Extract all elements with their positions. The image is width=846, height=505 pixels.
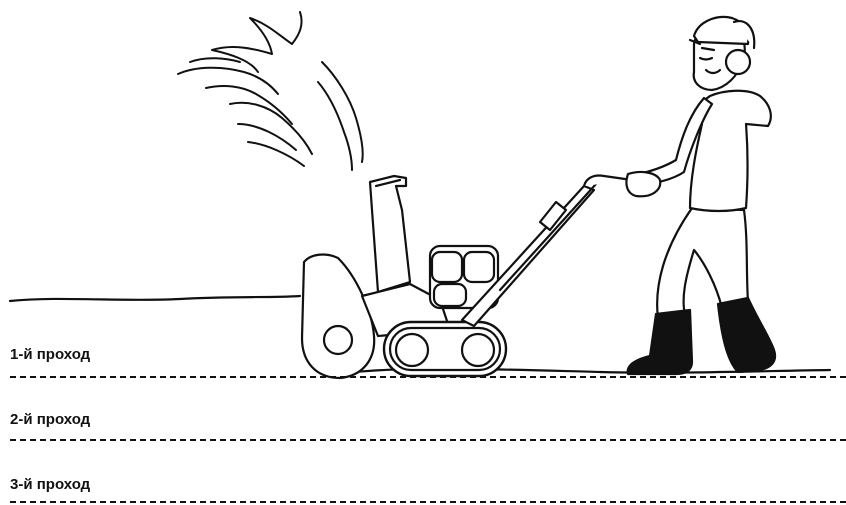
glove [626,172,660,196]
right-boot [718,298,775,372]
auger-housing [302,255,374,378]
left-boot [628,310,692,374]
pass-line-3 [10,501,846,503]
pass-label-3: 3-й проход [10,476,90,493]
snow-blower [302,175,632,378]
snow-spray [178,12,363,170]
auger-hub [324,326,352,354]
pass-line-1 [10,376,846,378]
ground-line [10,296,300,301]
pass-label-1: 1-й проход [10,346,90,363]
earmuff [726,50,750,74]
pass-line-2 [10,439,846,441]
pass-label-2: 2-й проход [10,411,90,428]
person [626,17,775,374]
chute [370,176,410,292]
